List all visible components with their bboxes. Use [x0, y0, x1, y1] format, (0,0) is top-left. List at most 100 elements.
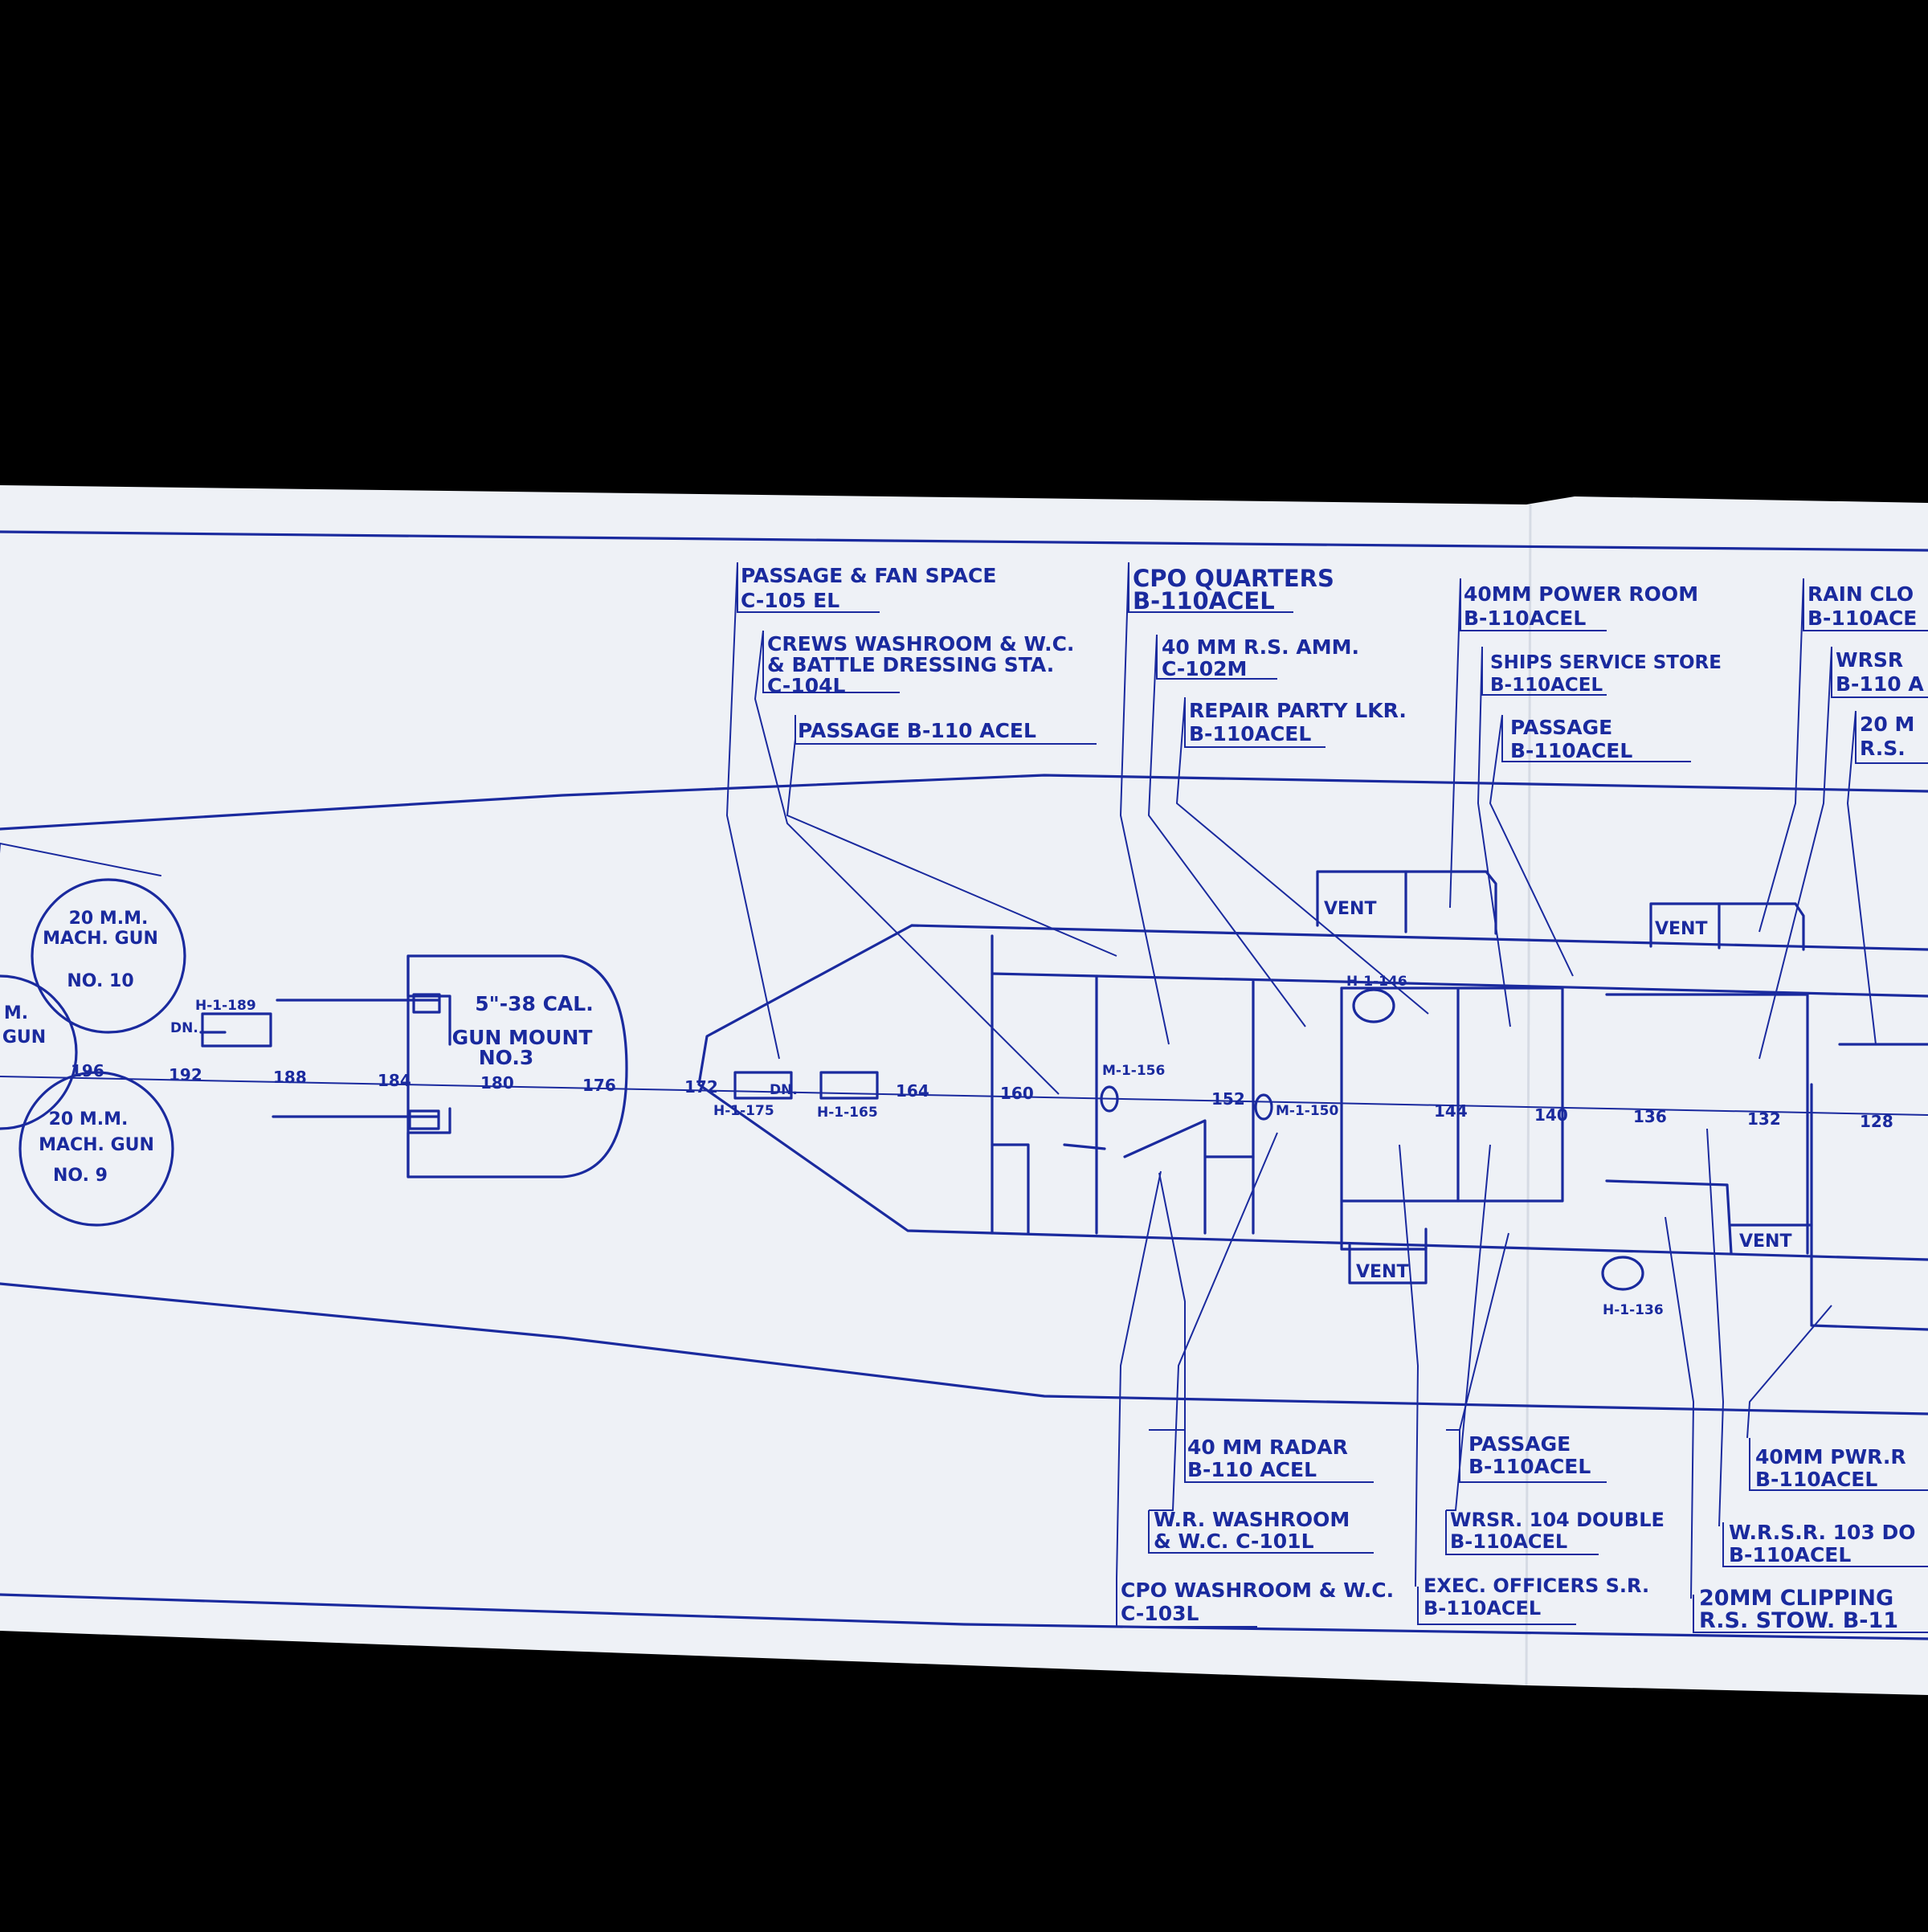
frame-160: 160	[1000, 1084, 1034, 1103]
label-repair-party-l1: REPAIR PARTY LKR.	[1189, 699, 1407, 722]
label-power-room-l2: B-110ACEL	[1464, 607, 1586, 630]
label-wrsr-103-l1: W.R.S.R. 103 DO	[1729, 1521, 1916, 1544]
svg-text:160: 160	[1000, 1084, 1034, 1103]
svg-text:RAIN CLO: RAIN CLO	[1808, 582, 1914, 606]
leader-wrsr-top	[1758, 646, 1832, 1060]
svg-text:188: 188	[273, 1068, 307, 1087]
svg-text:R.S.: R.S.	[1860, 737, 1906, 760]
svg-text:B-110ACEL: B-110ACEL	[1490, 675, 1603, 696]
svg-text:MACH. GUN: MACH. GUN	[43, 929, 158, 949]
svg-text:B-110 A: B-110 A	[1836, 672, 1924, 696]
dn-label-2: DN.	[770, 1082, 798, 1098]
frame-192: 192	[169, 1065, 202, 1084]
svg-text:B-110ACEL: B-110ACEL	[1133, 587, 1275, 615]
svg-text:DN.: DN.	[170, 1020, 198, 1036]
hull-line-upper	[0, 774, 1928, 831]
frame-164: 164	[896, 1081, 929, 1101]
svg-text:CPO WASHROOM & W.C.: CPO WASHROOM & W.C.	[1121, 1579, 1394, 1602]
svg-text:CPO QUARTERS: CPO QUARTERS	[1133, 565, 1334, 592]
hatch-h1-189-rect	[201, 1012, 272, 1048]
hatch-h1-175-rect	[733, 1071, 793, 1100]
label-rain-cl-l2: B-110ACE	[1808, 607, 1917, 630]
svg-text:40MM PWR.R: 40MM PWR.R	[1755, 1445, 1906, 1468]
gun-circle-partial	[0, 974, 78, 1130]
svg-text:164: 164	[896, 1081, 929, 1101]
svg-text:M.: M.	[4, 1003, 28, 1023]
border-top	[0, 530, 1928, 552]
svg-text:176: 176	[582, 1076, 616, 1095]
label-passage-top-2-l1: PASSAGE	[1510, 716, 1612, 739]
label-cpo-washroom-l1: CPO WASHROOM & W.C.	[1121, 1579, 1394, 1602]
svg-text:NO. 9: NO. 9	[53, 1166, 108, 1186]
svg-text:R.S. STOW. B-11: R.S. STOW. B-11	[1699, 1608, 1898, 1633]
svg-text:144: 144	[1434, 1101, 1468, 1121]
leader-wr-washroom	[1149, 1132, 1278, 1511]
vent-label-top: VENT	[1324, 899, 1376, 919]
label-passage-bottom-l1: PASSAGE	[1468, 1432, 1571, 1456]
leader-cpo-washroom	[1116, 1170, 1162, 1579]
gun-mount-inner	[406, 954, 451, 1178]
gun-partial-l2: GUN	[2, 1027, 46, 1048]
leader-wrsr-103	[1706, 1128, 1725, 1527]
breech-lower	[408, 1109, 440, 1130]
leader-clipping	[1665, 1216, 1695, 1599]
dn-label-1: DN.	[170, 1020, 198, 1036]
svg-text:MACH. GUN: MACH. GUN	[39, 1135, 154, 1155]
hatch-h1-165: H-1-165	[817, 1105, 878, 1121]
hatch-m1-150: M-1-150	[1276, 1103, 1339, 1119]
svg-text:C-104L: C-104L	[767, 674, 845, 697]
label-wr-washroom-l2: & W.C. C-101L	[1154, 1530, 1314, 1553]
svg-text:128: 128	[1860, 1112, 1893, 1131]
centerline	[0, 1076, 1928, 1116]
gun-no9-l1: 20 M.M.	[49, 1109, 129, 1129]
gun-no10-l1: 20 M.M.	[69, 909, 149, 929]
label-passage-bottom-l2: B-110ACEL	[1468, 1455, 1591, 1478]
svg-text:B-110ACEL: B-110ACEL	[1464, 607, 1586, 630]
label-crews-washroom-l1: CREWS WASHROOM & W.C.	[767, 632, 1074, 656]
label-clipping-l2: R.S. STOW. B-11	[1699, 1608, 1898, 1633]
svg-text:40MM POWER ROOM: 40MM POWER ROOM	[1464, 582, 1698, 606]
label-rs-amm-l2: C-102M	[1162, 657, 1247, 680]
svg-text:DN.: DN.	[770, 1082, 798, 1098]
svg-text:SHIPS SERVICE STORE: SHIPS SERVICE STORE	[1490, 652, 1722, 673]
leader-exec-officers	[1399, 1144, 1419, 1587]
svg-text:NO. 10: NO. 10	[67, 971, 133, 991]
paper	[0, 485, 1928, 1695]
leader-crews-washroom	[754, 630, 1060, 1095]
hatch-m1-150-oval	[1254, 1093, 1273, 1121]
svg-text:REPAIR PARTY LKR.: REPAIR PARTY LKR.	[1189, 699, 1407, 722]
svg-text:136: 136	[1633, 1107, 1667, 1126]
label-crews-washroom-l2: & BATTLE DRESSING STA.	[767, 653, 1054, 676]
gun-no10-l3: NO. 10	[67, 971, 133, 991]
gun-outline-arc	[0, 843, 161, 876]
room-block-144	[1340, 986, 1428, 1251]
svg-text:20MM CLIPPING: 20MM CLIPPING	[1699, 1586, 1893, 1611]
label-radar-l1: 40 MM RADAR	[1187, 1436, 1348, 1459]
gun-circle-no9	[18, 1071, 174, 1227]
hatch-h1-146: H-1-146	[1346, 974, 1407, 990]
leader-ships-service	[1477, 646, 1511, 1027]
svg-text:M-1-150: M-1-150	[1276, 1103, 1339, 1119]
svg-text:5"-38 CAL.: 5"-38 CAL.	[475, 992, 593, 1015]
svg-text:CREWS WASHROOM & W.C.: CREWS WASHROOM & W.C.	[767, 632, 1074, 656]
deckhouse-outline	[697, 924, 1928, 1261]
svg-text:132: 132	[1747, 1109, 1781, 1129]
hatch-m1-156-oval	[1100, 1085, 1119, 1113]
inner-corridor-upper	[991, 972, 1928, 998]
svg-text:VENT: VENT	[1739, 1231, 1791, 1252]
label-power-room-l1: 40MM POWER ROOM	[1464, 582, 1698, 606]
small-rooms	[991, 1119, 1255, 1235]
svg-text:B-110ACEL: B-110ACEL	[1189, 722, 1311, 745]
room-block-134	[1605, 1179, 1733, 1255]
svg-text:172: 172	[684, 1077, 718, 1097]
svg-text:B-110ACEL: B-110ACEL	[1755, 1468, 1877, 1491]
svg-text:PASSAGE: PASSAGE	[1468, 1432, 1571, 1456]
svg-text:B-110ACEL: B-110ACEL	[1424, 1597, 1541, 1620]
svg-text:PASSAGE & FAN SPACE: PASSAGE & FAN SPACE	[741, 564, 996, 587]
svg-text:GUN: GUN	[2, 1027, 46, 1048]
label-ships-service-l2: B-110ACEL	[1490, 675, 1603, 696]
label-radar-l2: B-110 ACEL	[1187, 1458, 1317, 1481]
label-wrsr-103-l2: B-110ACEL	[1729, 1543, 1851, 1566]
svg-text:40 MM R.S. AMM.: 40 MM R.S. AMM.	[1162, 635, 1359, 659]
